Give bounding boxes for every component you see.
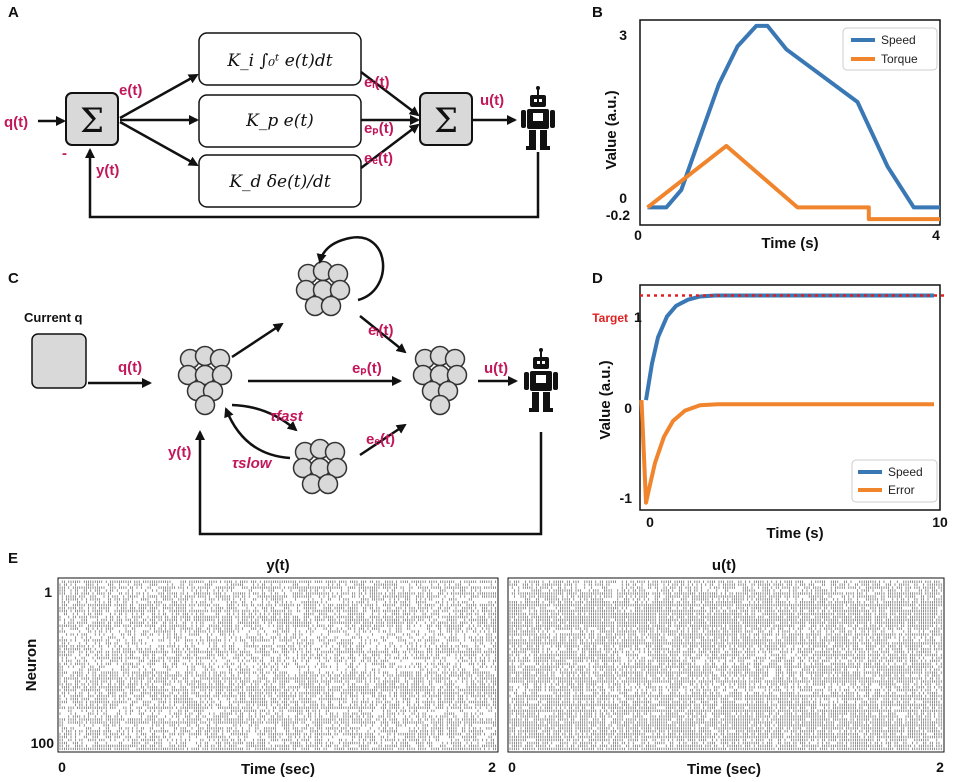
sum-symbol-2: Σ: [434, 101, 458, 141]
chart-d-xtick-1: 10: [932, 514, 948, 530]
feedback-y-label: y(t): [96, 162, 119, 179]
ep-label: eₚ(t): [364, 120, 394, 137]
c-ed-label: eₑ(t): [366, 431, 395, 448]
raster-u-xtick-2: 2: [936, 759, 944, 775]
input-cluster: [177, 345, 233, 416]
raster-y-frame: [57, 577, 499, 753]
chart-d-target-label: Target: [592, 311, 628, 325]
c-ei-label: eᵢ(t): [368, 322, 393, 339]
neuron-node: [446, 364, 468, 386]
panel-a-pid-diagram: q(t) Σ e(t) - y(t) K_i ∫₀ᵗ e(t)dt K_p e(…: [4, 32, 556, 219]
chart-d-ytick-2: -1: [620, 490, 633, 506]
legend-b-speed: Speed: [881, 33, 916, 47]
ed-label: eₑ(t): [364, 150, 393, 167]
minus-sign: -: [62, 145, 67, 162]
derivative-block: [198, 154, 362, 208]
raster-right-ticks: [509, 580, 942, 751]
c-output-u-label: u(t): [484, 360, 508, 377]
integral-cluster: [295, 260, 351, 317]
raster-u-spikes: [509, 580, 942, 751]
chart-d-series-error: [639, 400, 934, 505]
panel-label-b: B: [592, 4, 603, 21]
c-input-q-label: q(t): [118, 359, 142, 376]
raster-left-ticks: [59, 580, 496, 751]
neuron-node: [429, 394, 451, 416]
integral-block-text: K_i ∫₀ᵗ e(t)dt: [226, 51, 332, 71]
ei-label: eᵢ(t): [364, 74, 389, 91]
integral-block: [198, 32, 362, 86]
raster-u-xtick-0: 0: [508, 759, 516, 775]
chart-b-xlabel: Time (s): [761, 235, 818, 252]
neuron-node: [211, 364, 233, 386]
neuron-node: [194, 394, 216, 416]
chart-d-frame: [639, 284, 941, 511]
raster-ylabel: Neuron: [23, 639, 40, 692]
panel-c-network-diagram: Current q q(t) eᵢ(t) eₚ(t) eₑ(t) τfast τ…: [24, 236, 559, 536]
panel-label-c: C: [8, 270, 19, 287]
raster-y-xtick-0: 0: [58, 759, 66, 775]
c-feedback-y-label: y(t): [168, 444, 191, 461]
derivative-block-text: K_d δe(t)/dt: [228, 172, 330, 192]
panel-label-a: A: [8, 4, 19, 21]
neuron-node: [317, 473, 339, 495]
chart-b-series-torque: [646, 143, 940, 222]
chart-b-ytick-2: -0.2: [606, 207, 630, 223]
chart-b-xtick-1: 4: [932, 227, 940, 243]
neuron-node: [329, 279, 351, 301]
legend-d-error: Error: [888, 483, 915, 497]
neuron-node: [320, 295, 342, 317]
chart-b-ytick-0: 3: [619, 27, 627, 43]
chart-d-series-speed: [644, 293, 934, 401]
chart-d-xtick-0: 0: [646, 514, 654, 530]
raster-u-xlabel: Time (sec): [687, 761, 761, 778]
raster-y-xtick-2: 2: [488, 759, 496, 775]
error-label: e(t): [119, 82, 142, 99]
current-q-label: Current q: [24, 310, 83, 325]
neuron-node: [326, 457, 348, 479]
raster-ytick-1: 1: [44, 584, 52, 600]
chart-b-ylabel: Value (a.u.): [603, 90, 620, 169]
raster-y-spikes: [59, 580, 496, 751]
raster-u-title: u(t): [712, 557, 736, 574]
chart-b-frame: [639, 19, 941, 226]
c-robot-icon: [523, 347, 559, 413]
chart-b-xtick-0: 0: [634, 227, 642, 243]
current-q-box: [31, 333, 87, 389]
legend-d-speed: Speed: [888, 465, 923, 479]
raster-u-frame: [507, 577, 945, 753]
input-q-label: q(t): [4, 114, 28, 131]
chart-d-xlabel: Time (s): [766, 525, 823, 542]
chart-b-ytick-1: 0: [619, 190, 627, 206]
proportional-block-text: K_p e(t): [245, 111, 314, 131]
panel-label-e: E: [8, 550, 19, 567]
chart-d-ytick-1: 0: [624, 400, 632, 416]
chart-d-ytick-0: 1: [634, 309, 642, 325]
sum-node-2: [419, 92, 473, 146]
output-cluster: [412, 345, 468, 416]
c-ep-label: eₚ(t): [352, 360, 382, 377]
chart-d-ylabel: Value (a.u.): [597, 360, 614, 439]
raster-y-xlabel: Time (sec): [241, 761, 315, 778]
tau-slow-label: τslow: [232, 455, 273, 472]
derivative-cluster: [292, 438, 348, 495]
sum-node-1: [65, 92, 119, 146]
legend-b-torque: Torque: [881, 52, 918, 66]
chart-b-series-speed: [647, 23, 940, 210]
panel-d-chart: Target 1 0 -1 Value (a.u.) Time (s) 0 10…: [592, 284, 948, 542]
panel-e-rasters: y(t) u(t) Neuron 1 100 0 2 Time (sec) 0 …: [23, 557, 945, 778]
robot-icon: [520, 85, 556, 151]
raster-y-title: y(t): [266, 557, 289, 574]
sum-symbol-1: Σ: [80, 101, 104, 141]
tau-fast-label: τfast: [270, 408, 304, 425]
panel-b-chart: Value (a.u.) Time (s) 0 4 3 0 -0.2 Speed…: [603, 19, 941, 252]
raster-ytick-100: 100: [31, 735, 55, 751]
output-u-label: u(t): [480, 92, 504, 109]
panel-label-d: D: [592, 270, 603, 287]
